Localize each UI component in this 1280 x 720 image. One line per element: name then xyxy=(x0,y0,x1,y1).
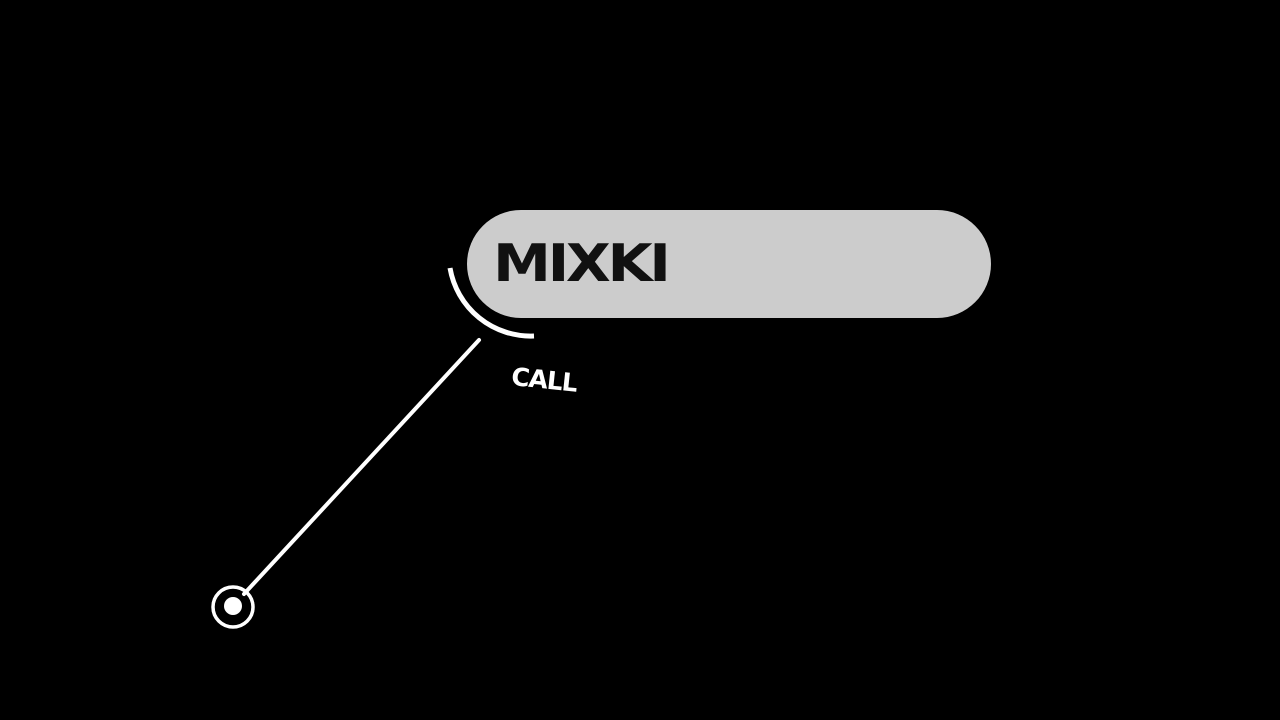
name-title: MIXKI xyxy=(493,234,671,294)
name-plate: MIXKI xyxy=(467,210,991,318)
anchor-dot-icon xyxy=(224,597,242,615)
anchor-ring-icon xyxy=(211,585,255,629)
corner-arc xyxy=(447,267,535,339)
callout-line xyxy=(242,338,481,596)
